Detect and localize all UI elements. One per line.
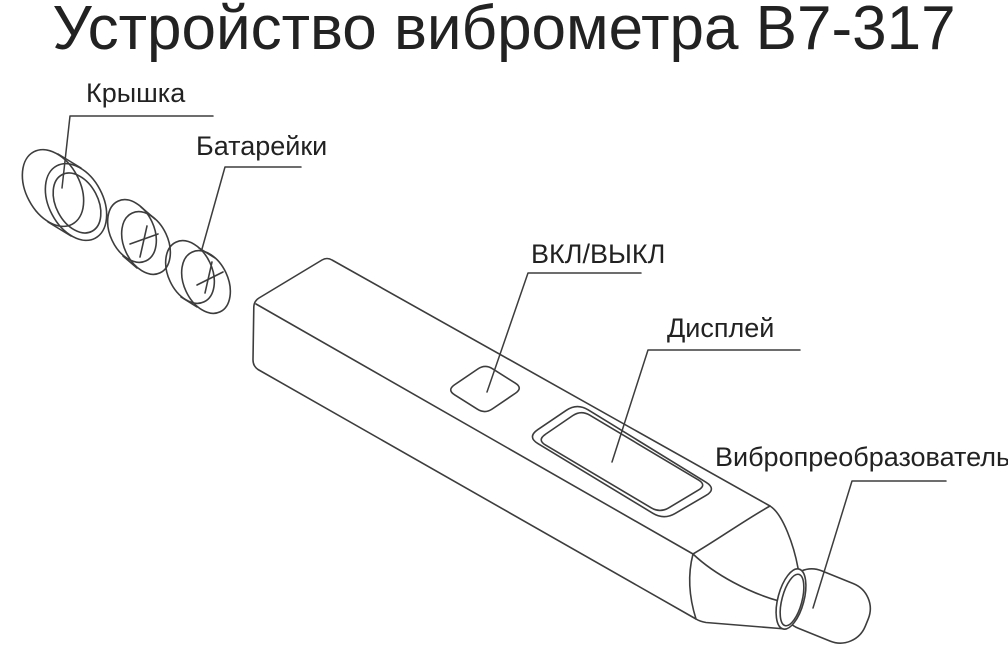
battery-cap-drawing — [21, 148, 108, 242]
display-inner — [540, 411, 704, 512]
battery-2-back — [164, 239, 216, 305]
batteries-leader-line — [201, 166, 302, 250]
power-switch-label: ВКЛ/ВЫКЛ — [531, 239, 666, 269]
body-front-top-edge — [255, 303, 694, 555]
battery-1-drawing — [106, 198, 172, 276]
cap-rim-outer — [44, 162, 108, 242]
probe-collar-inner — [779, 573, 805, 627]
display-outer — [531, 405, 713, 518]
battery-1-plus-mark — [139, 225, 148, 258]
battery-1-back — [106, 198, 158, 264]
nose-bottom-crease — [692, 553, 780, 602]
transducer-leader-line — [812, 480, 947, 609]
page-title: Устройство виброметра В7-317 — [52, 0, 956, 63]
battery-2-plus-mark — [196, 271, 224, 286]
power-leader-line — [486, 272, 642, 393]
battery-1-face — [120, 210, 172, 276]
battery-2-face — [180, 249, 232, 315]
cap-leader-line — [61, 115, 214, 189]
display-label: Дисплей — [667, 313, 775, 343]
battery-2-side-bottom — [180, 296, 198, 308]
display-leader-line — [611, 349, 801, 463]
nose-top-crease — [692, 505, 771, 555]
batteries-label: Батарейки — [196, 131, 328, 161]
transducer-label: Вибропреобразователь — [715, 442, 1008, 472]
battery-2-drawing — [164, 239, 232, 315]
front-face-end-crease — [688, 553, 697, 620]
battery-2-plus-mark — [204, 261, 213, 294]
power-button — [449, 365, 521, 413]
cap-rim-inner — [52, 172, 102, 234]
cap-label: Крышка — [86, 78, 186, 108]
